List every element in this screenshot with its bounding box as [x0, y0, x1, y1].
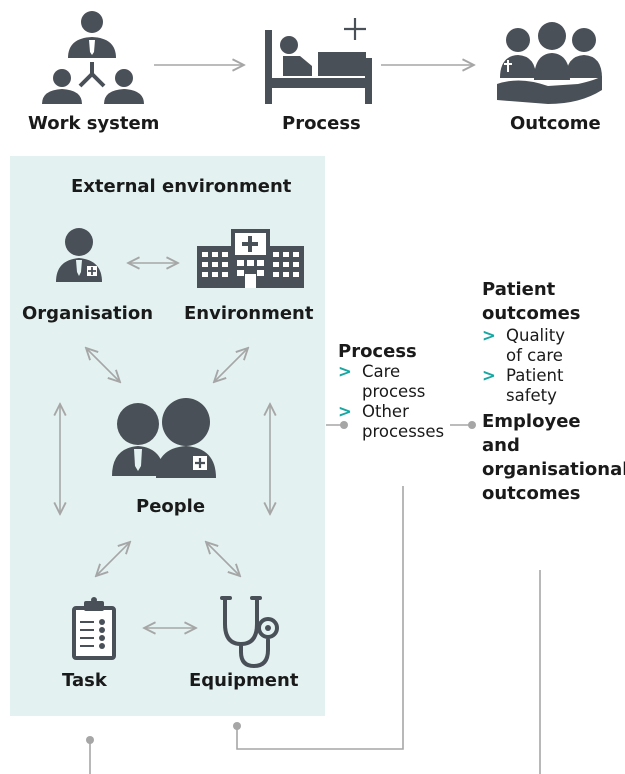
process-title: Process — [338, 341, 417, 362]
people-in-hand-icon — [497, 22, 602, 104]
arrow-environment-people — [214, 348, 248, 382]
clipboard-icon — [72, 597, 116, 660]
bullet-icon: > — [482, 326, 496, 345]
arrow-organisation-people — [86, 348, 120, 382]
people-icon — [112, 398, 216, 478]
label-external-environment: External environment — [71, 176, 292, 197]
employee-outcomes-title-3: organisational — [482, 459, 625, 480]
employee-outcomes-title-2: and — [482, 435, 520, 456]
process-item-other: > Other processes — [338, 402, 445, 441]
patient-item-quality: > Quality of care — [482, 326, 565, 365]
feedback-dot-process — [233, 722, 241, 730]
label-people: People — [136, 496, 206, 517]
label-process-top: Process — [282, 113, 361, 134]
feedback-dot-work-system — [86, 736, 94, 744]
arrow-people-equipment — [206, 542, 240, 576]
connector-dot-outcomes — [468, 421, 476, 429]
organisation-person-icon — [56, 228, 102, 282]
label-work-system: Work system — [28, 113, 160, 134]
feedback-line-process — [236, 486, 404, 750]
outcomes-block: Patient outcomes > Quality of care > Pat… — [482, 280, 625, 506]
bullet-icon: > — [338, 402, 352, 421]
employee-outcomes-title-1: Employee — [482, 411, 581, 432]
employee-outcomes-title-4: outcomes — [482, 483, 581, 504]
hospital-bed-icon — [265, 18, 372, 104]
bullet-icon: > — [482, 366, 496, 385]
label-environment: Environment — [184, 303, 314, 324]
connector-dot-process — [340, 421, 348, 429]
patient-item-safety: > Patient safety — [482, 366, 564, 405]
label-task: Task — [62, 670, 107, 691]
patient-outcomes-title-2: outcomes — [482, 303, 581, 324]
patient-outcomes-title-1: Patient — [482, 279, 556, 300]
label-organisation: Organisation — [22, 303, 154, 324]
stethoscope-icon — [220, 596, 279, 669]
hospital-building-icon — [197, 229, 304, 288]
label-equipment: Equipment — [189, 670, 299, 691]
label-outcome: Outcome — [510, 113, 601, 134]
process-item-care: > Care process — [338, 362, 426, 401]
process-block: Process > Care process > Other processes — [338, 342, 444, 442]
work-system-icon — [42, 11, 144, 104]
arrow-people-task — [96, 542, 130, 576]
bullet-icon: > — [338, 362, 352, 381]
